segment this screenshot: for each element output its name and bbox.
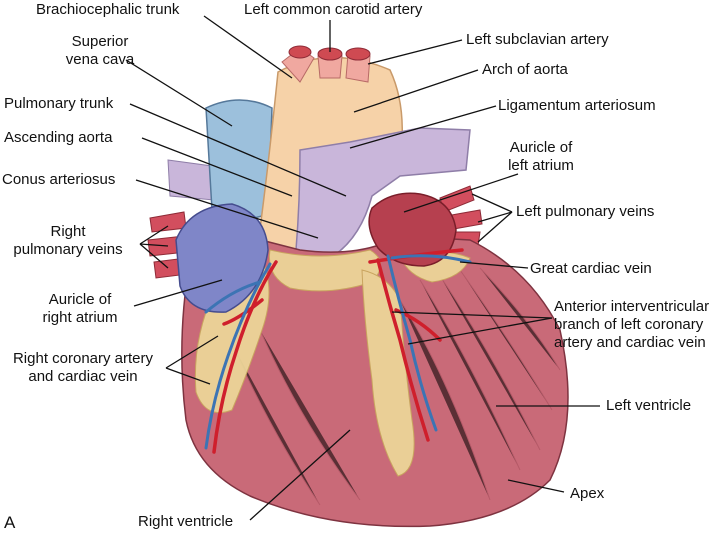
leader-conus-arteriosus [135, 179, 319, 239]
aortic-branches [281, 45, 371, 83]
leader-right-coronary-1 [165, 335, 219, 369]
label-left-common-carotid-artery: Left common carotid artery [244, 1, 423, 18]
leader-left-subclavian [367, 39, 463, 65]
label-right-coronary-artery: Right coronary artery and cardiac vein [12, 350, 154, 385]
leader-pulmonary-trunk [129, 103, 347, 197]
label-left-pulmonary-veins: Left pulmonary veins [516, 203, 655, 220]
label-right-ventricle: Right ventricle [138, 513, 234, 530]
label-ligamentum-arteriosum: Ligamentum arteriosum [498, 97, 656, 114]
leader-right-pulmonary-vein-3 [139, 243, 169, 269]
leader-anterior-interventricular-1 [391, 311, 553, 319]
label-right-pulmonary-veins: Right pulmonary veins [13, 223, 123, 258]
label-auricle-of-right-atrium: Auricle of right atrium [42, 291, 118, 326]
label-brachiocephalic-trunk: Brachiocephalic trunk [36, 1, 180, 18]
label-pulmonary-trunk: Pulmonary trunk [4, 95, 114, 112]
leader-auricle-right-atrium [133, 279, 223, 307]
leader-right-coronary-2 [165, 367, 211, 385]
label-arch-of-aorta: Arch of aorta [482, 61, 568, 78]
label-left-subclavian-artery: Left subclavian artery [466, 31, 609, 48]
leader-brachiocephalic [203, 15, 293, 79]
label-auricle-of-left-atrium: Auricle of left atrium [508, 139, 574, 174]
leader-auricle-left-atrium [403, 173, 519, 213]
leader-apex [507, 479, 565, 493]
leader-superior-vena-cava [125, 59, 233, 127]
label-left-ventricle: Left ventricle [606, 397, 692, 414]
leader-great-cardiac-vein [459, 261, 529, 269]
leader-ascending-aorta [141, 137, 293, 197]
leader-left-pulmonary-vein-1 [471, 193, 513, 213]
leader-right-pulmonary-vein-1 [139, 225, 169, 245]
label-ascending-aorta: Ascending aorta [4, 129, 113, 146]
leader-left-pulmonary-vein-2 [477, 211, 513, 223]
figure-letter: A [4, 513, 16, 532]
leader-right-pulmonary-vein-2 [139, 243, 169, 247]
label-superior-vena-cava: Superior vena cava [65, 33, 135, 68]
left-auricle-shape [368, 192, 457, 267]
label-conus-arteriosus: Conus arteriosus [2, 171, 116, 188]
label-great-cardiac-vein: Great cardiac vein [530, 260, 652, 277]
cardiac-veins [204, 254, 472, 450]
leader-right-ventricle [249, 429, 351, 521]
label-apex: Apex [570, 485, 605, 502]
leader-anterior-interventricular-2 [407, 317, 553, 345]
leader-arch-of-aorta [353, 69, 479, 113]
leader-ligamentum-arteriosum [349, 105, 497, 149]
leader-left-pulmonary-vein-3 [477, 211, 513, 243]
label-anterior-interventricular-branch: Anterior interventricular branch of left… [554, 298, 710, 351]
